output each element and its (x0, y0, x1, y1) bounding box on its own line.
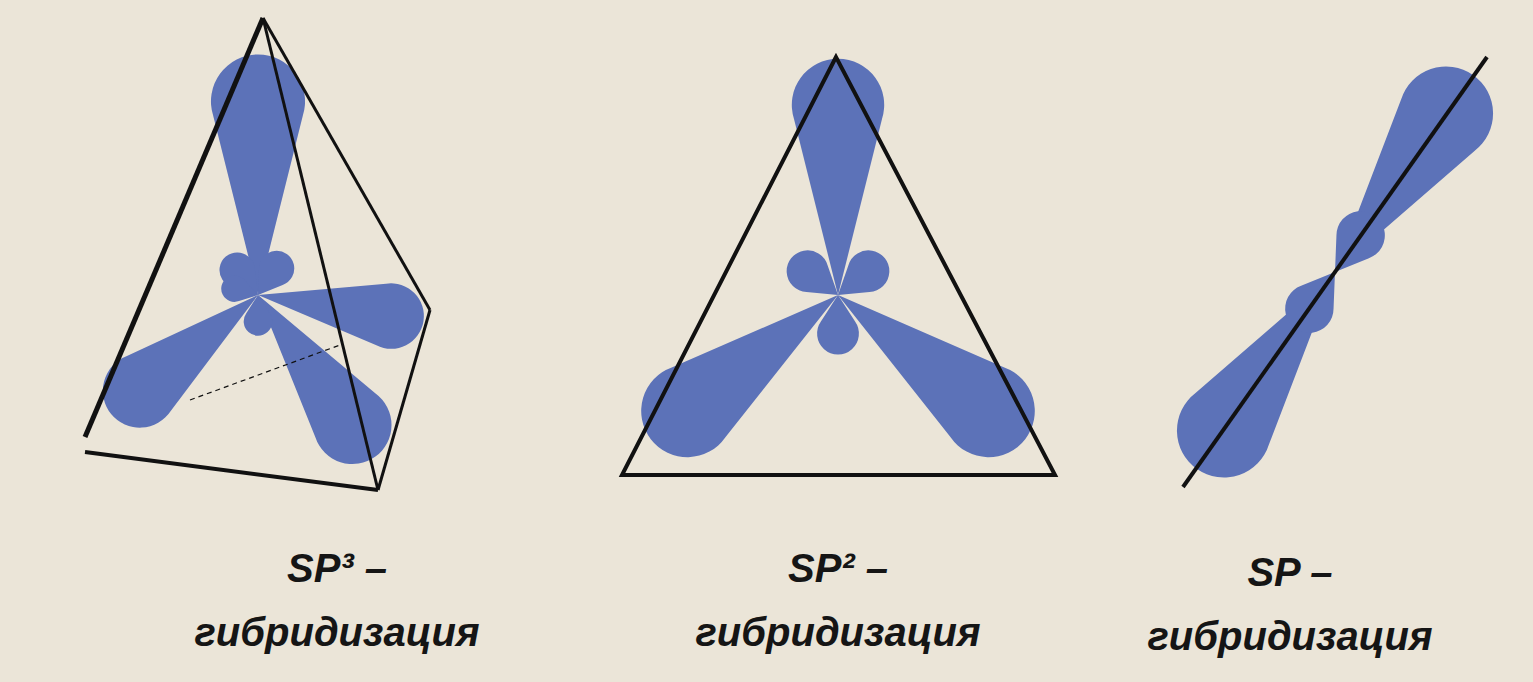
small-lobe (244, 295, 273, 336)
small-lobe (817, 295, 859, 355)
edge-line (85, 18, 263, 437)
sp3-orbitals (88, 54, 429, 479)
edge-line (85, 452, 378, 490)
hidden-edge (190, 345, 340, 400)
triangle-outline (622, 57, 1055, 475)
small-lobe (825, 242, 898, 312)
edge-line (263, 18, 430, 310)
small-lobe (778, 242, 851, 312)
sp-orbitals (1158, 48, 1511, 496)
triangle (622, 57, 1055, 475)
edge-line (378, 310, 430, 490)
hybridization-label: SP – гибридизация (1145, 540, 1435, 668)
hybridization-label: SP³ – гибридизация (192, 536, 482, 664)
sp2-orbitals (623, 59, 1054, 476)
tetrahedron (85, 18, 430, 490)
small-lobe (218, 273, 261, 308)
hybridization-label: SP² – гибридизация (693, 536, 983, 664)
axis-line (1183, 57, 1487, 487)
edge-line (263, 18, 378, 490)
hybrid-lobe (88, 266, 281, 442)
